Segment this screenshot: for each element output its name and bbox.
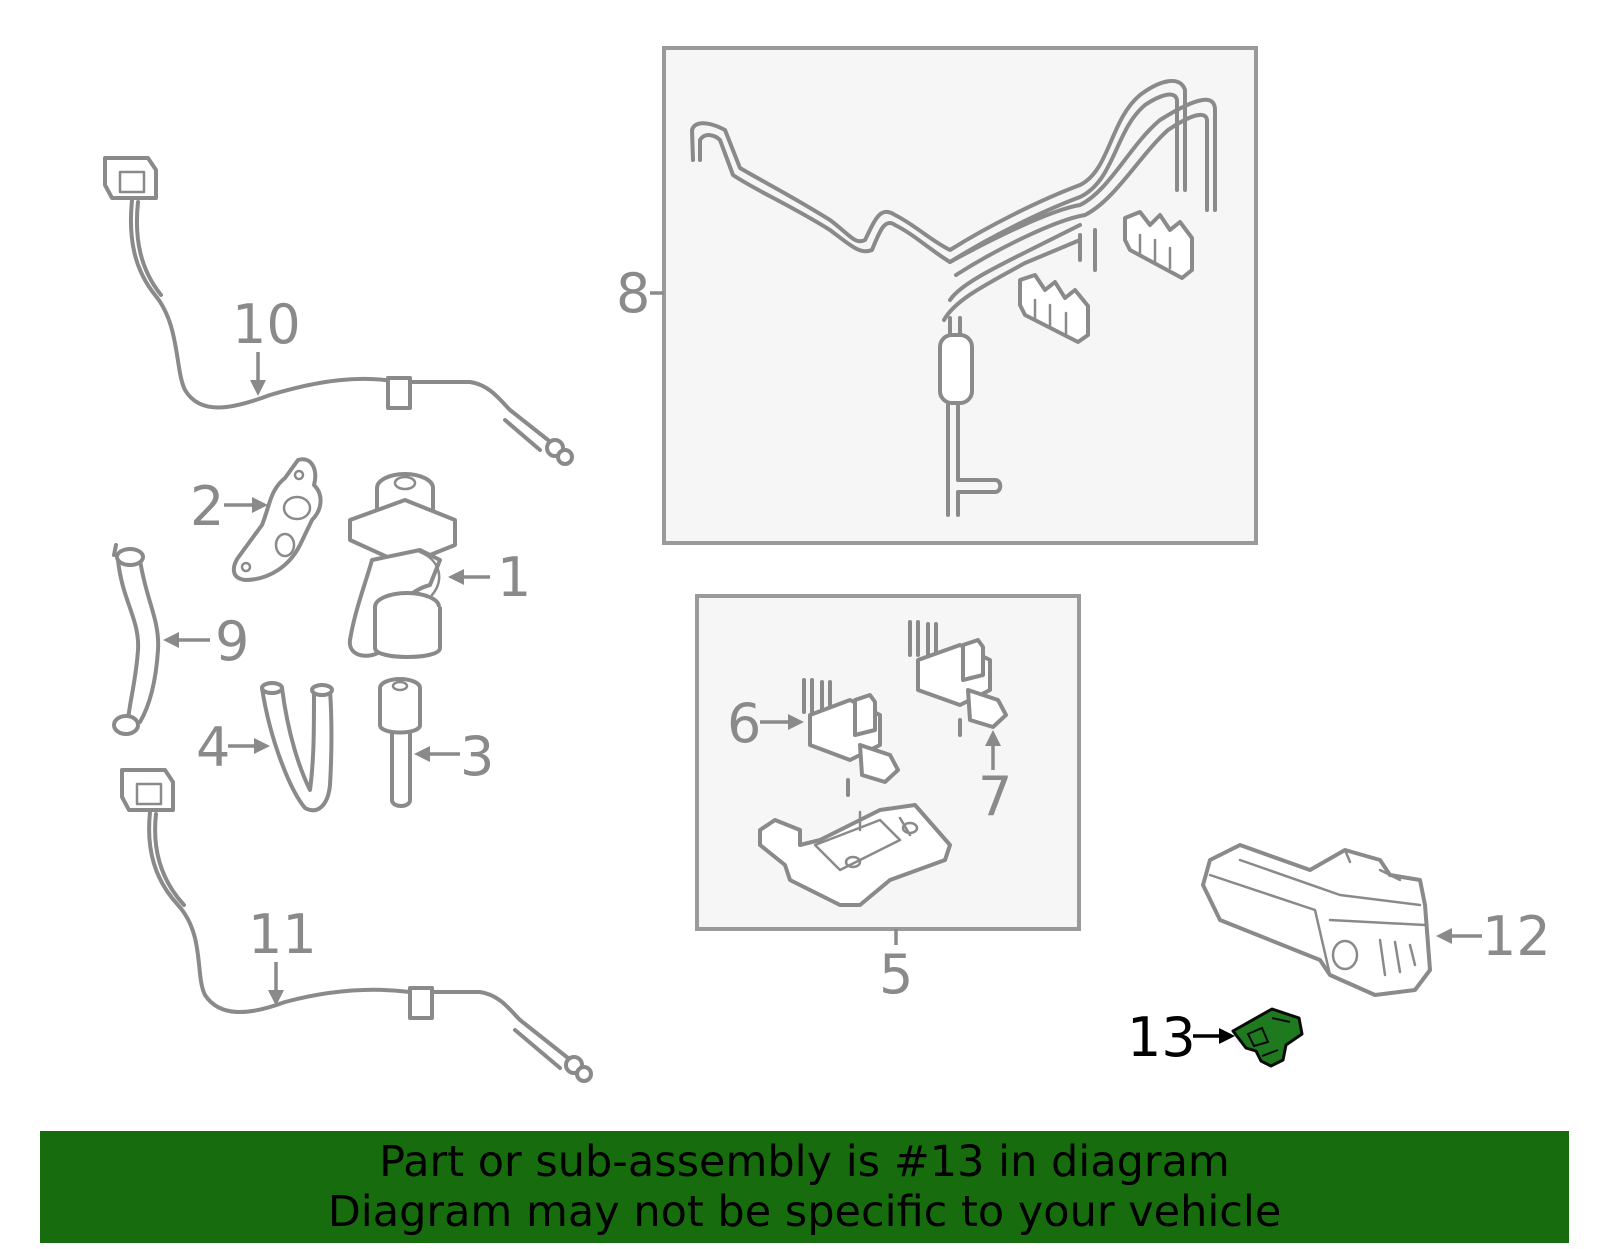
part-9-hose [112, 543, 161, 736]
banner-line-2: Diagram may not be specific to your vehi… [327, 1187, 1282, 1237]
part-5-bracket [758, 803, 952, 907]
part-7-solenoid [908, 620, 1008, 737]
callout-10: 10 [232, 293, 301, 356]
callout-1: 1 [497, 546, 531, 609]
callout-5: 5 [879, 943, 913, 1006]
leader-arrows [163, 291, 1482, 1044]
callout-2: 2 [190, 475, 224, 538]
part-3-pipe [378, 677, 422, 808]
callout-12: 12 [1482, 905, 1551, 968]
callout-4: 4 [196, 716, 230, 779]
part-10-oxygen-sensor [103, 156, 574, 466]
callout-8: 8 [616, 262, 650, 325]
part-8-vacuum-lines [690, 79, 1217, 517]
part-12-canister [1201, 843, 1432, 997]
callout-7: 7 [978, 765, 1012, 828]
part-1-egr-valve [347, 472, 457, 659]
part-13-highlighted-bracket [1231, 1007, 1304, 1068]
part-6-solenoid [802, 678, 900, 797]
info-banner: Part or sub-assembly is #13 in diagram D… [40, 1131, 1569, 1243]
callout-13: 13 [1127, 1006, 1196, 1069]
banner-line-1: Part or sub-assembly is #13 in diagram [379, 1137, 1230, 1187]
part-4-tube [260, 681, 334, 813]
callout-9: 9 [215, 610, 249, 673]
callout-6: 6 [727, 692, 761, 755]
callout-11: 11 [248, 903, 317, 966]
callout-3: 3 [460, 725, 494, 788]
part-2-gasket [231, 457, 323, 582]
part-11-oxygen-sensor [120, 768, 593, 1083]
